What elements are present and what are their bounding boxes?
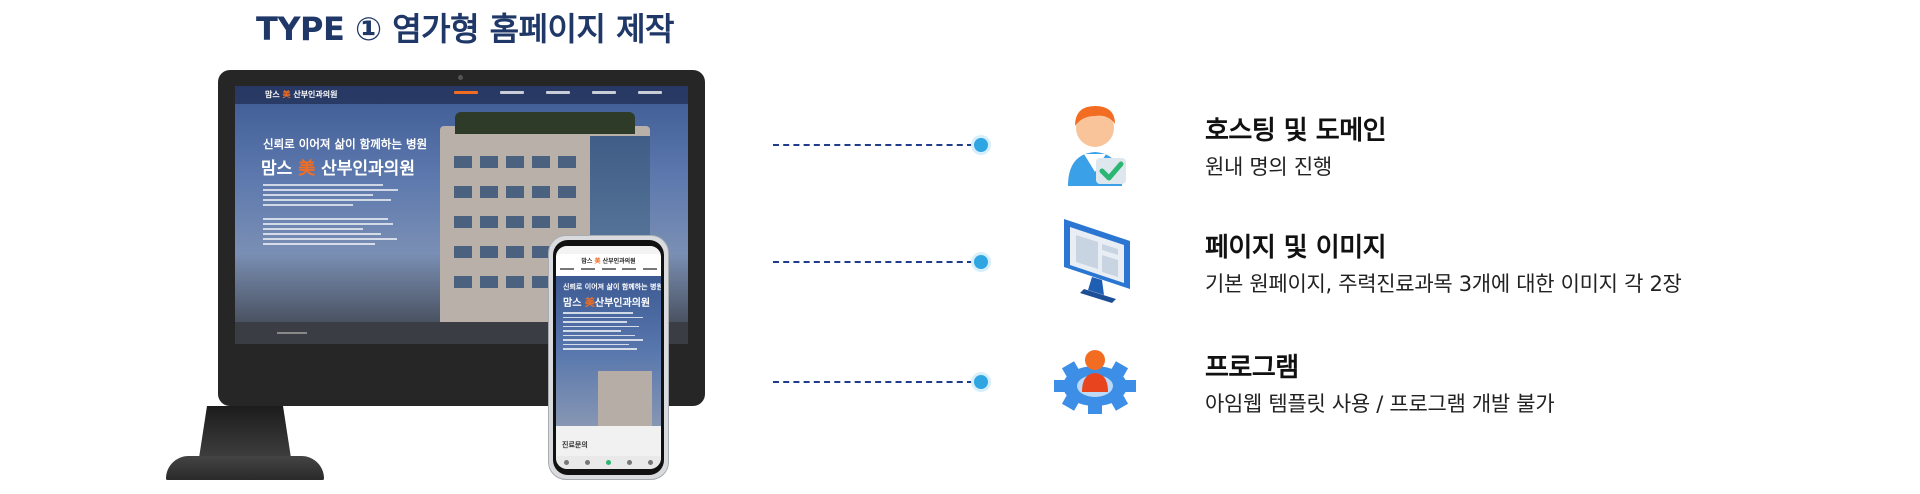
phone-mockup: 맘스 美 산부인과의원 신뢰로 이어져 삶이 함께하는 병원 맘스 美산부인과의…: [548, 235, 669, 480]
monitor-stand: [199, 406, 291, 458]
hero-title: 맘스 美 산부인과의원: [261, 159, 415, 179]
phone-hero-title: 맘스 美산부인과의원: [563, 298, 651, 309]
connector-line-2: [773, 255, 988, 269]
phone-bottom-bar: 진료문의: [556, 426, 661, 456]
camera-dot: [458, 75, 463, 80]
feature-hosting: 호스팅 및 도메인 원내 명의 진행: [1205, 110, 1387, 181]
phone-building-image: [598, 371, 652, 426]
feature-description: 기본 원페이지, 주력진료과목 3개에 대한 이미지 각 2장: [1205, 272, 1682, 296]
phone-screen: 맘스 美 산부인과의원 신뢰로 이어져 삶이 함께하는 병원 맘스 美산부인과의…: [556, 246, 661, 469]
monitor-base: [166, 456, 324, 480]
feature-description: 아임웹 템플릿 사용 / 프로그램 개발 불가: [1205, 392, 1555, 416]
phone-browser-nav: [556, 456, 661, 469]
connector-dot: [974, 375, 988, 389]
connector-dot: [974, 255, 988, 269]
phone-hero-subtitle: 신뢰로 이어져 삶이 함께하는 병원: [563, 283, 661, 291]
feature-description: 원내 명의 진행: [1205, 155, 1332, 179]
hero-subtitle: 신뢰로 이어져 삶이 함께하는 병원: [263, 137, 428, 151]
feature-title: 프로그램: [1205, 353, 1299, 383]
phone-site-menu: [560, 268, 657, 270]
phone-site-logo: 맘스 美 산부인과의원: [581, 258, 636, 265]
feature-program: 프로그램 아임웹 템플릿 사용 / 프로그램 개발 불가: [1205, 347, 1555, 418]
site-navbar: 맘스 美 산부인과의원: [235, 86, 688, 104]
phone-hero: 신뢰로 이어져 삶이 함께하는 병원 맘스 美산부인과의원: [556, 276, 661, 426]
connector-dot: [974, 138, 988, 152]
page-title: TYPE ① 염가형 홈페이지 제작: [256, 10, 674, 48]
site-logo: 맘스 美 산부인과의원: [265, 90, 338, 99]
feature-title: 호스팅 및 도메인: [1205, 116, 1387, 146]
hero-body-text: [263, 184, 403, 248]
connector-line-1: [773, 138, 988, 152]
person-check-icon: [1068, 106, 1126, 186]
site-menu: [454, 91, 662, 94]
gear-person-icon: [1054, 350, 1136, 414]
feature-pages: 페이지 및 이미지 기본 원페이지, 주력진료과목 3개에 대한 이미지 각 2…: [1205, 227, 1682, 298]
phone-bottom-label: 진료문의: [562, 441, 588, 449]
phone-hero-body-text: [563, 312, 643, 353]
connector-line-3: [773, 375, 988, 389]
monitor-icon: [1064, 219, 1130, 303]
feature-title: 페이지 및 이미지: [1205, 233, 1387, 263]
